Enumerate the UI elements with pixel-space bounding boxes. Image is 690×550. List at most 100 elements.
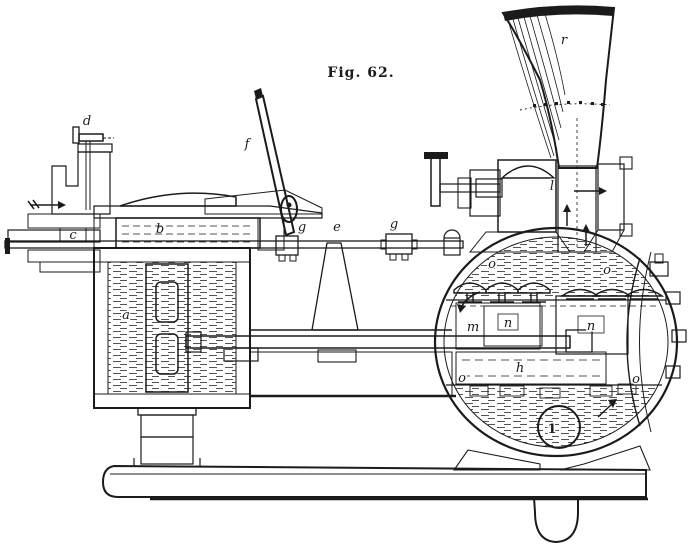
piston-port-upper	[155, 281, 179, 323]
roller-foot	[532, 497, 579, 544]
suction-valves-left	[453, 282, 551, 303]
housing-arrow-right-icon	[574, 187, 607, 195]
rod-end-support	[443, 229, 461, 256]
part-label-o-lower-left: o	[458, 371, 466, 386]
part-label-g1: g	[298, 220, 306, 235]
connecting-duct	[223, 329, 456, 398]
lid-wedge	[204, 189, 323, 215]
cylinder-bottom-flange	[93, 393, 251, 409]
pedestal-flanges	[133, 458, 201, 466]
housing-right-block	[597, 163, 625, 231]
housing-block	[497, 159, 557, 233]
handle-bar	[430, 155, 441, 207]
handle-cap	[424, 152, 448, 159]
figure-caption: Fig. 62.	[327, 65, 394, 81]
hopper-rim	[503, 6, 614, 21]
labels: Fig. 62. d c b a f g e g r l o o m n n h…	[69, 33, 641, 439]
deck	[93, 205, 323, 219]
cap-body	[649, 261, 669, 277]
lever-boss	[280, 195, 298, 223]
part-label-r: r	[561, 33, 568, 48]
housing-handle	[424, 152, 503, 207]
part-label-d: d	[83, 114, 91, 129]
sieve-band-line	[519, 103, 611, 111]
cone-support-e	[311, 242, 359, 331]
n-right-window	[577, 315, 605, 334]
part-label-l: l	[550, 179, 554, 194]
pipe-upper	[27, 213, 101, 229]
lever-pivot-pin	[286, 202, 292, 208]
part-label-f: f	[244, 137, 252, 152]
part-label-m: m	[467, 320, 479, 335]
hopper-shading	[507, 13, 566, 159]
part-label-b: b	[156, 222, 164, 237]
part-label-o-lower-right: o	[632, 372, 640, 387]
pipe-gland	[7, 229, 101, 243]
valve-d-cap	[77, 143, 113, 153]
left-pipes	[5, 213, 101, 273]
saddle-right	[559, 445, 651, 471]
dome-lid	[119, 192, 237, 207]
cone-foot	[317, 349, 357, 363]
vessel	[433, 226, 687, 471]
ball-weight	[537, 405, 581, 449]
cylinder-left-wall	[93, 261, 109, 395]
part-label-o-upper-left: o	[488, 257, 496, 272]
pedestal-cap	[137, 407, 197, 416]
channel-arrow-up-2-icon	[582, 224, 590, 246]
sieve-band-holes	[533, 101, 604, 107]
left-machine	[5, 126, 323, 409]
dished-head-outer	[639, 251, 652, 433]
rod-gland-1	[275, 235, 299, 262]
chamber-left-wall	[93, 217, 117, 249]
cap-stem	[654, 253, 664, 264]
cylinder-right-wall	[235, 261, 251, 395]
rod-collar	[185, 331, 202, 353]
part-label-n-right: n	[587, 319, 595, 334]
part-label-ball: 1	[547, 422, 556, 437]
base-plank	[101, 464, 648, 544]
valve-housing	[424, 152, 633, 253]
part-label-c: c	[69, 228, 77, 243]
valve-d	[51, 126, 114, 215]
housing-tab-top	[619, 156, 633, 170]
chamber-right-pillar	[257, 217, 285, 251]
n-left-window	[497, 313, 519, 331]
handle-sleeve	[475, 178, 503, 198]
housing-skirt-right	[583, 229, 625, 253]
internal-mechanism	[446, 295, 662, 399]
channel-arrow-up-icon	[563, 204, 571, 226]
right-flange-tabs	[665, 291, 687, 379]
flow-arrows	[27, 187, 617, 418]
part-label-g2: g	[390, 217, 398, 232]
base-plank-body	[101, 464, 647, 498]
pipe-lower	[27, 249, 101, 263]
top-cap-fitting	[649, 253, 669, 277]
valve-d-stem	[85, 141, 91, 210]
valve-d-handle	[78, 133, 104, 142]
pipe-step	[39, 261, 101, 273]
h-chamber-dashes	[462, 359, 600, 377]
h-chamber	[455, 351, 607, 385]
dished-head-inner	[626, 257, 641, 427]
valve-rod	[4, 240, 464, 249]
chamber-liquid-lines	[122, 225, 250, 243]
lever	[254, 88, 298, 237]
rod-t-end	[5, 238, 10, 254]
part-label-e: e	[333, 220, 341, 235]
piston-port-lower	[155, 333, 179, 375]
part-label-a: a	[122, 308, 130, 323]
mechanism-inner-block	[483, 305, 543, 347]
part-label-n-left: n	[504, 316, 512, 331]
valve-d-body	[51, 151, 111, 215]
saddle-left	[452, 449, 541, 471]
pedestal	[133, 407, 201, 466]
lower-valve-row	[469, 383, 637, 399]
feed-arrow-right-icon	[27, 199, 66, 210]
duct-body	[249, 351, 453, 397]
piston	[145, 263, 189, 393]
rod-gland-2	[380, 233, 418, 261]
chamber-b	[115, 217, 261, 249]
